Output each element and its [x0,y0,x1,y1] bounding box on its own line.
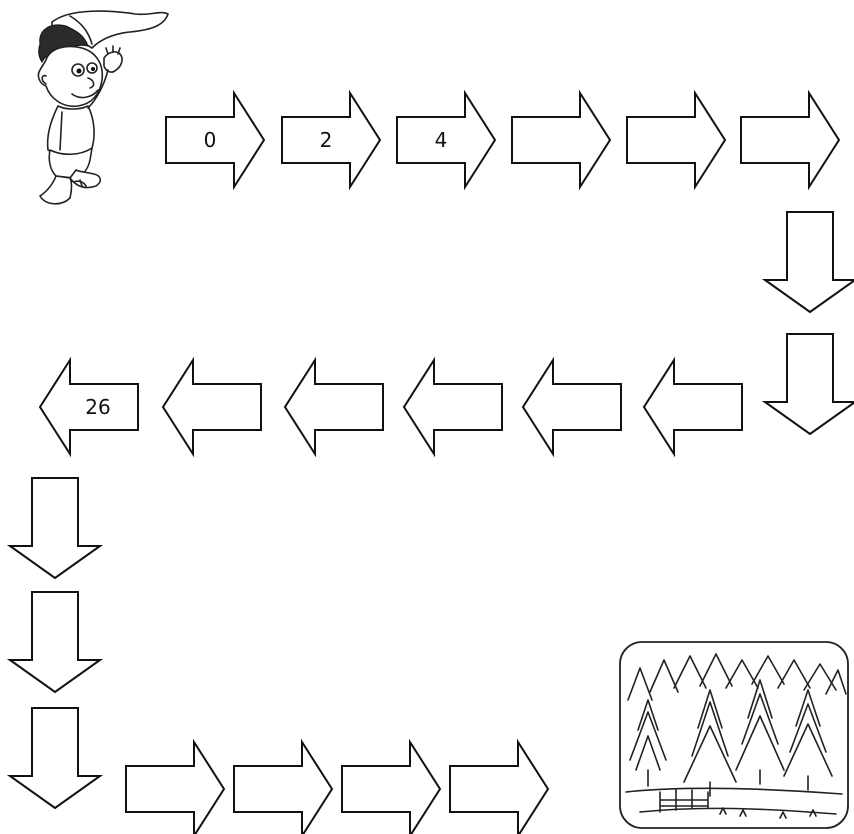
arrow-left-9 [644,360,742,454]
arrow-shape [512,93,610,187]
arrow-left-12 [285,360,383,454]
arrow-left-14: 26 [40,360,138,454]
arrow-right-6 [741,93,839,187]
arrow-shape [234,742,332,834]
arrow-left-10 [523,360,621,454]
arrow-shape [342,742,440,834]
arrow-number[interactable]: 2 [320,128,333,152]
forest-scene-icon [620,642,848,828]
arrow-right-3: 4 [397,93,495,187]
arrow-down-15 [10,478,100,578]
arrow-right-2: 2 [282,93,380,187]
arrow-shape [10,708,100,808]
arrow-shape [10,478,100,578]
arrow-right-20 [342,742,440,834]
arrow-number[interactable]: 4 [435,128,448,152]
arrow-shape [126,742,224,834]
arrow-shape [627,93,725,187]
arrow-down-7 [765,212,854,312]
arrow-down-8 [765,334,854,434]
arrow-right-1: 0 [166,93,264,187]
arrow-shape [741,93,839,187]
arrow-shape [765,212,854,312]
arrow-left-13 [163,360,261,454]
arrow-left-11 [404,360,502,454]
arrow-right-18 [126,742,224,834]
arrow-right-21 [450,742,548,834]
arrow-shape [10,592,100,692]
arrow-shape [765,334,854,434]
arrow-right-4 [512,93,610,187]
arrow-number[interactable]: 0 [204,128,217,152]
arrow-shape [644,360,742,454]
arrow-number[interactable]: 26 [85,395,110,419]
arrow-shape [285,360,383,454]
arrow-shape [404,360,502,454]
boy-character-icon [38,11,168,204]
arrow-shape [163,360,261,454]
arrow-shape [523,360,621,454]
arrow-right-5 [627,93,725,187]
arrow-right-19 [234,742,332,834]
arrow-down-17 [10,708,100,808]
arrow-down-16 [10,592,100,692]
arrow-shape [450,742,548,834]
